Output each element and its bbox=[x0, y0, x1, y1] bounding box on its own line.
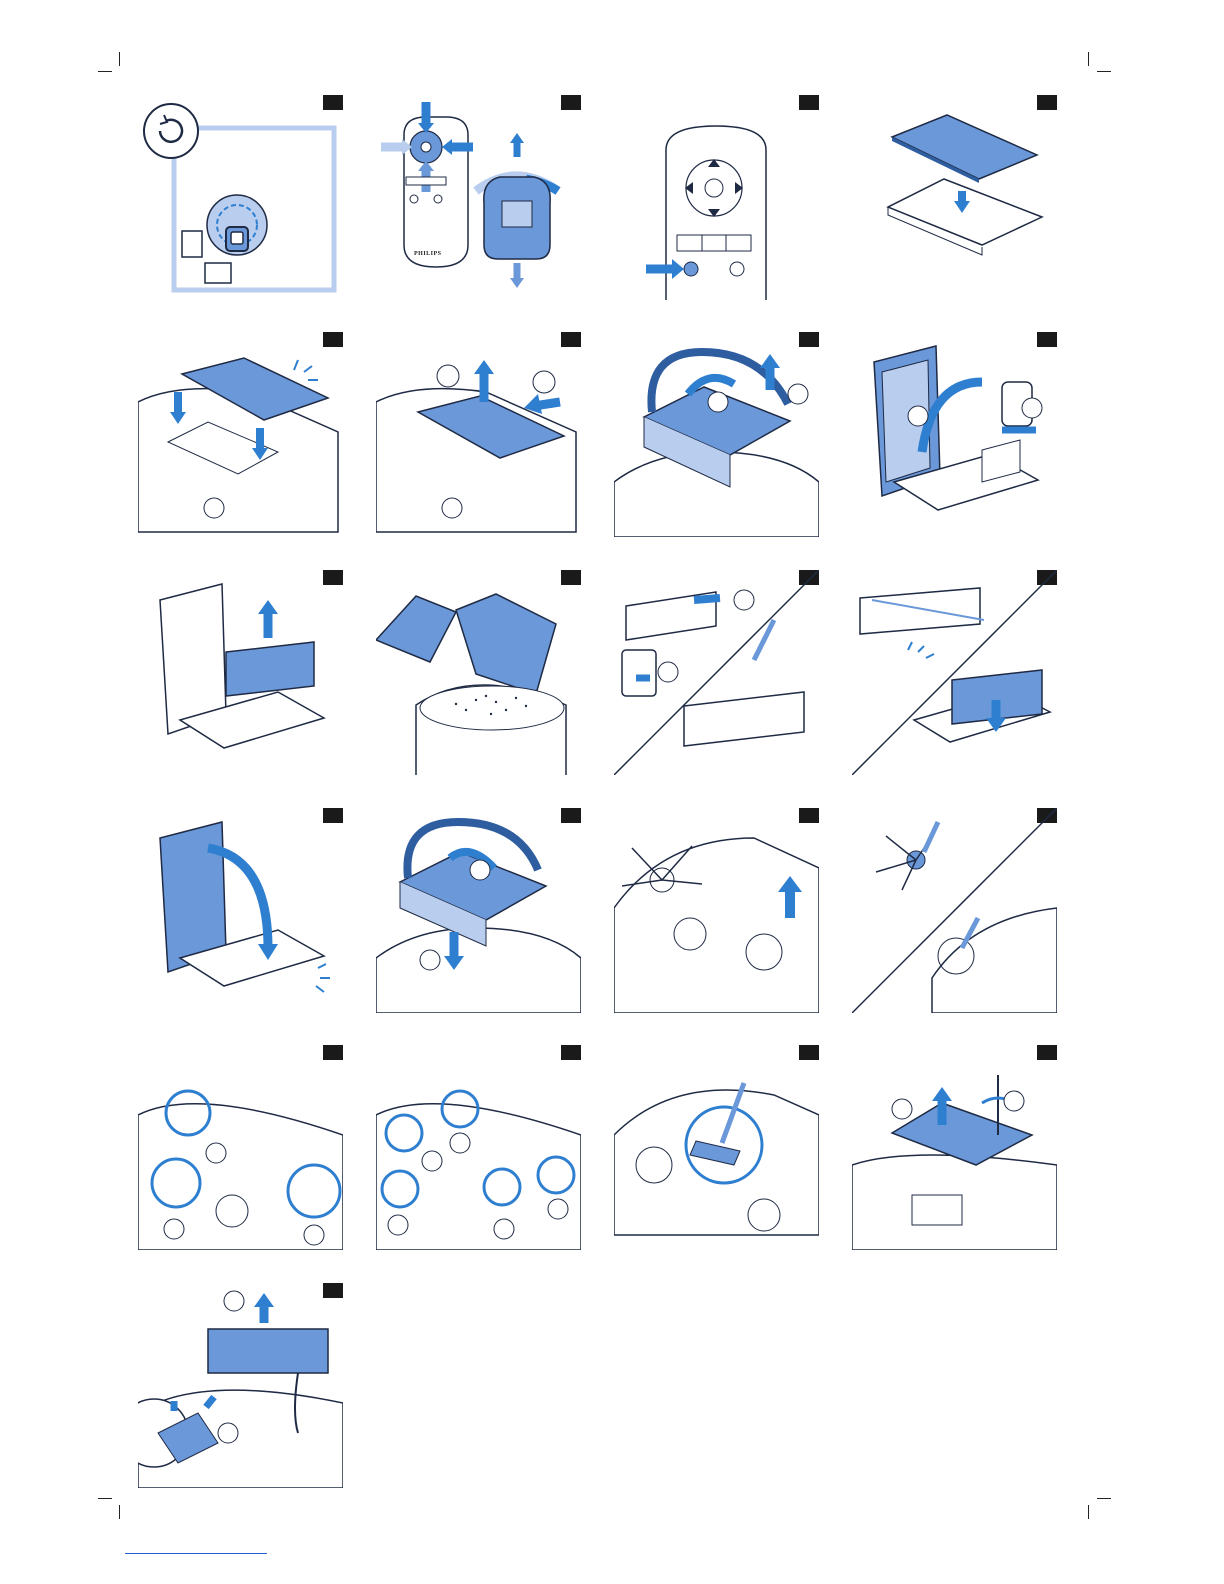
battery-cover-icon bbox=[852, 1045, 1057, 1250]
step-panel-17 bbox=[138, 1045, 343, 1250]
step-panel-10 bbox=[376, 570, 581, 775]
crop-mark bbox=[98, 71, 112, 72]
filter-clean-icon bbox=[614, 570, 819, 775]
cover-click-icon bbox=[138, 332, 343, 537]
filter-cover-icon bbox=[852, 95, 1057, 300]
step-panel-19 bbox=[614, 1045, 819, 1250]
side-brush-clean-icon bbox=[852, 808, 1057, 1013]
filter-insert-icon bbox=[852, 570, 1057, 775]
step-panel-20 bbox=[852, 1045, 1057, 1250]
remote-arrows-icon: PHILIPS bbox=[376, 95, 581, 300]
suction-clean-icon bbox=[614, 1045, 819, 1250]
crop-mark bbox=[1097, 1498, 1111, 1499]
crop-mark bbox=[119, 1505, 120, 1519]
crop-mark bbox=[98, 1498, 112, 1499]
step-panel-2: PHILIPS bbox=[376, 95, 581, 300]
empty-bin-icon bbox=[376, 570, 581, 775]
remote-button-icon bbox=[614, 95, 819, 300]
footer-link-line bbox=[125, 1553, 267, 1554]
reset-icon bbox=[138, 95, 343, 300]
step-panel-8 bbox=[852, 332, 1057, 537]
side-brush-remove-icon bbox=[614, 808, 819, 1013]
dustbin-close-icon bbox=[138, 808, 343, 1013]
filter-remove-icon bbox=[138, 570, 343, 775]
step-panel-7 bbox=[614, 332, 819, 537]
step-panel-21 bbox=[138, 1283, 343, 1488]
step-panel-9 bbox=[138, 570, 343, 775]
step-panel-16 bbox=[852, 808, 1057, 1013]
step-panel-4 bbox=[852, 95, 1057, 300]
dustbin-lift-icon bbox=[614, 332, 819, 537]
step-panel-11 bbox=[614, 570, 819, 775]
step-panel-1 bbox=[138, 95, 343, 300]
brand-label: PHILIPS bbox=[414, 251, 442, 257]
dustbin-insert-icon bbox=[376, 808, 581, 1013]
crop-mark bbox=[1097, 71, 1111, 72]
step-panel-12 bbox=[852, 570, 1057, 775]
sensors-clean-icon bbox=[376, 1045, 581, 1250]
step-panel-14 bbox=[376, 808, 581, 1013]
dustbin-open-icon bbox=[852, 332, 1057, 537]
step-panel-13 bbox=[138, 808, 343, 1013]
step-panel-3 bbox=[614, 95, 819, 300]
step-panel-18 bbox=[376, 1045, 581, 1250]
step-panel-15 bbox=[614, 808, 819, 1013]
crop-mark bbox=[1088, 52, 1089, 66]
cover-lift-icon bbox=[376, 332, 581, 537]
crop-mark bbox=[1088, 1505, 1089, 1519]
step-panel-6 bbox=[376, 332, 581, 537]
step-panel-5 bbox=[138, 332, 343, 537]
battery-remove-icon bbox=[138, 1283, 343, 1488]
crop-mark bbox=[119, 52, 120, 66]
wheels-clean-icon bbox=[138, 1045, 343, 1250]
